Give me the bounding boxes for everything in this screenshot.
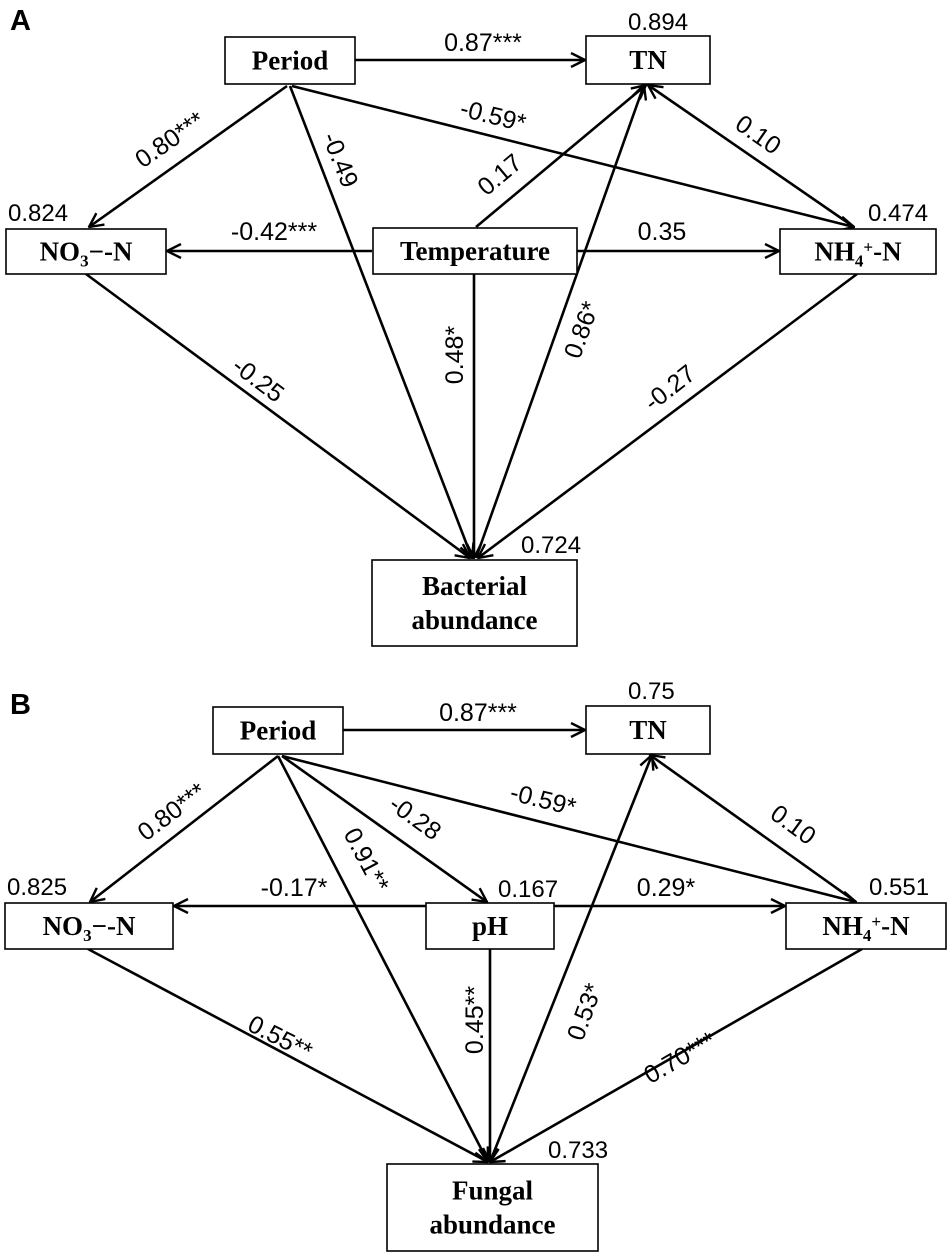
edge-label-nh4-tn: 0.10 xyxy=(730,110,786,161)
node-tn: TN 0.75 xyxy=(585,678,711,755)
edge-outcome-tn xyxy=(474,85,644,559)
node-no3: NO3−-N 0.825 xyxy=(4,874,174,950)
edge-label-temp-nh4: 0.35 xyxy=(638,218,687,246)
edge-no3-outcome xyxy=(87,947,488,1162)
node-label: Bacterial xyxy=(422,571,527,601)
edge-label-outcome-tn: 0.53* xyxy=(562,980,608,1045)
edge-label-temp-tn: 0.17 xyxy=(472,149,527,202)
edge-label-period-tn: 0.87*** xyxy=(444,29,522,57)
node-box xyxy=(372,227,578,275)
panel-a: A0.87***0.80***-0.49-0.59*0.100.17-0.42*… xyxy=(5,5,937,647)
edge-nh4-tn xyxy=(648,85,855,229)
edge-label-temp-outcome: 0.48* xyxy=(441,326,469,385)
node-label: Fungal xyxy=(452,1176,534,1206)
node-box xyxy=(585,35,711,85)
node-outcome: Fungal abundance 0.733 xyxy=(386,1137,608,1252)
node-label: Temperature xyxy=(400,236,550,266)
node-box xyxy=(224,36,356,85)
node-tn: TN 0.894 xyxy=(585,9,711,85)
edge-period-outcome xyxy=(276,755,488,1162)
edge-label-nh4-outcome: -0.27 xyxy=(639,359,701,416)
node-label: TN xyxy=(629,45,667,75)
r-squared-value: 0.733 xyxy=(548,1137,608,1164)
node-nh4: NH4+-N0.474 xyxy=(779,200,937,275)
edge-period-nh4 xyxy=(281,754,856,902)
r-squared-value: 0.894 xyxy=(628,9,688,36)
edge-no3-outcome xyxy=(85,272,470,558)
r-squared-value: 0.825 xyxy=(7,874,67,901)
r-squared-value: 0.824 xyxy=(8,200,68,227)
node-label: NH4+-N xyxy=(822,911,910,945)
node-box xyxy=(585,705,711,755)
r-squared-value: 0.724 xyxy=(521,532,581,559)
edge-nh4-outcome xyxy=(490,947,863,1162)
edge-period-no3 xyxy=(90,754,279,902)
node-label: abundance xyxy=(429,1210,555,1240)
node-box xyxy=(779,228,937,275)
node-label: pH xyxy=(472,911,508,941)
node-label: NO3−-N xyxy=(43,911,136,945)
node-temp: Temperature xyxy=(372,227,578,275)
node-outcome: Bacterial abundance 0.724 xyxy=(371,532,581,647)
edge-label-period-no3: 0.80*** xyxy=(132,777,211,846)
edge-period-outcome xyxy=(288,85,472,558)
edge-label-ph-nh4: 0.29* xyxy=(637,874,696,902)
r-squared-value: 0.474 xyxy=(868,200,928,227)
node-label: Period xyxy=(252,46,328,76)
edge-label-period-tn: 0.87*** xyxy=(439,699,517,727)
edges: 0.87***0.80***-0.49-0.59*0.100.17-0.42**… xyxy=(85,29,858,559)
edge-label-ph-no3: -0.17* xyxy=(261,874,328,902)
node-nh4: NH4+-N 0.551 xyxy=(785,874,947,950)
edge-label-period-no3: 0.80*** xyxy=(130,106,210,174)
r-squared-value: 0.167 xyxy=(498,876,558,903)
node-label: TN xyxy=(629,715,667,745)
node-box xyxy=(5,228,167,275)
node-ph: pH 0.167 xyxy=(425,876,558,950)
edge-period-no3 xyxy=(89,84,288,227)
edge-period-nh4 xyxy=(291,84,854,227)
edge-nh4-outcome xyxy=(478,272,858,558)
panel-letter: B xyxy=(10,689,31,721)
node-box xyxy=(425,902,555,950)
node-box xyxy=(386,1163,599,1252)
node-label: Period xyxy=(240,716,316,746)
edge-nh4-tn xyxy=(650,755,857,904)
node-period: Period xyxy=(212,706,344,755)
node-box xyxy=(371,559,578,647)
node-period: Period xyxy=(224,36,356,85)
panel-letter: A xyxy=(10,5,31,37)
edge-label-ph-outcome: 0.45** xyxy=(461,986,489,1054)
node-no3: NO3−-N0.824 xyxy=(5,200,167,275)
edge-temp-tn xyxy=(475,85,646,228)
edge-label-no3-outcome: 0.55** xyxy=(243,1010,317,1066)
edge-outcome-tn xyxy=(488,755,652,1163)
node-label: abundance xyxy=(411,605,537,635)
node-box xyxy=(785,902,947,950)
r-squared-value: 0.75 xyxy=(628,678,675,705)
edge-label-period-outcome: -0.49 xyxy=(316,128,363,191)
r-squared-value: 0.551 xyxy=(869,874,929,901)
node-box xyxy=(212,706,344,755)
edge-period-ph xyxy=(281,754,487,902)
node-box xyxy=(4,902,174,950)
edge-label-period-ph: -0.28 xyxy=(384,790,447,846)
edge-label-nh4-outcome: 0.70*** xyxy=(639,1026,721,1089)
edge-label-temp-no3: -0.42*** xyxy=(231,218,317,246)
